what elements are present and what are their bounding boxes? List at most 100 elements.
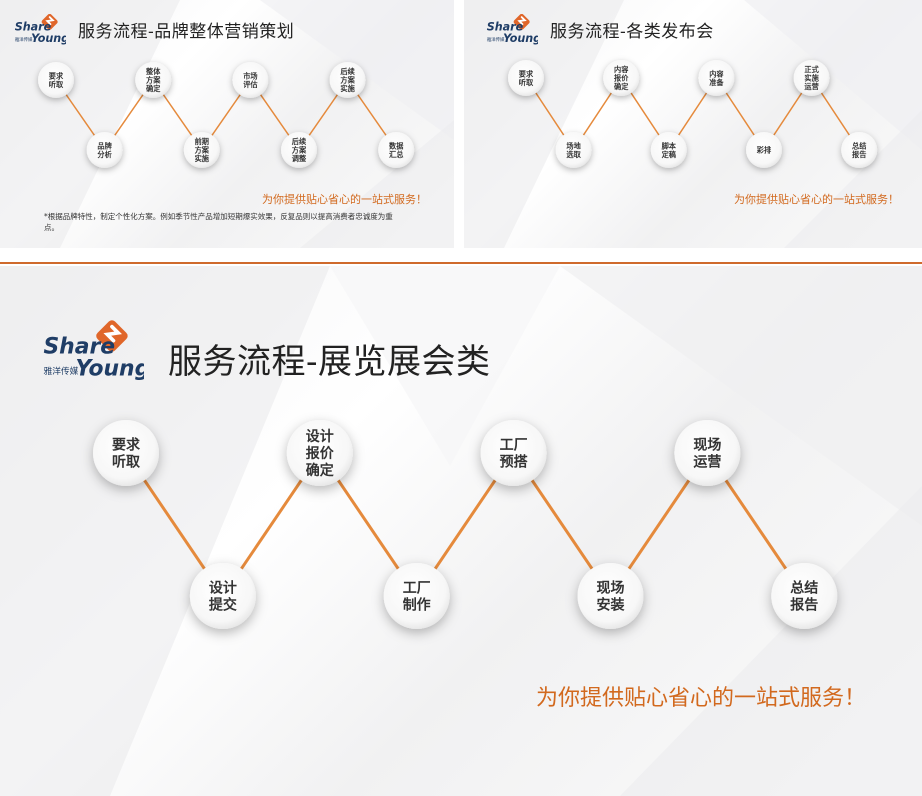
- step-label: 数据: [389, 141, 404, 150]
- slogan-text: 为你提供贴心省心的一站式服务！: [536, 686, 867, 711]
- slide-title: 服务流程-展览展会类: [168, 342, 491, 382]
- step-label: 报价: [614, 74, 629, 83]
- brand-tagline: 雅洋传媒: [15, 36, 33, 43]
- brand-logo: Share Young 雅洋传媒: [42, 320, 144, 384]
- background-facets: [464, 0, 922, 248]
- step-label: 现场: [597, 581, 625, 597]
- step-label: 听取: [49, 80, 64, 89]
- brand-name-share: Share: [487, 21, 524, 34]
- step-circle: [135, 62, 172, 98]
- step-circle: [577, 563, 644, 629]
- step-label: 制作: [403, 597, 431, 614]
- step-label: 后续: [292, 137, 307, 146]
- step-label: 提交: [209, 597, 237, 614]
- slide-brand-marketing: Share Young 雅洋传媒 服务流程-品牌整体营销策划 要求听取品牌分析整…: [0, 0, 454, 248]
- brand-name-young: Young: [31, 32, 66, 45]
- brand-name-young: Young: [76, 356, 144, 381]
- step-label: 汇总: [389, 150, 404, 159]
- step-circle: [329, 62, 366, 98]
- step-label: 现场: [693, 438, 721, 454]
- step-circle: [286, 420, 353, 486]
- background-facets: [0, 0, 454, 248]
- step-label: 分析: [97, 150, 112, 159]
- step-label: 调整: [292, 154, 307, 163]
- step-circle: [508, 60, 544, 96]
- step-label: 听取: [112, 454, 141, 471]
- step-circle: [86, 132, 123, 168]
- process-step-node: 彩排: [746, 132, 782, 168]
- step-label: 正式: [804, 65, 819, 74]
- brand-logo: Share Young 雅洋传媒: [486, 14, 538, 46]
- brand-name-share: Share: [43, 334, 115, 359]
- step-label: 内容: [614, 65, 629, 74]
- step-label: 报告: [790, 597, 818, 614]
- step-circle: [771, 563, 838, 629]
- step-label: 市场: [243, 71, 257, 80]
- step-label: 设计: [209, 580, 237, 597]
- step-circle: [93, 420, 159, 486]
- step-label: 方案: [195, 146, 210, 155]
- step-circle: [698, 60, 735, 96]
- step-label: 评估: [243, 80, 258, 89]
- step-label: 要求: [519, 69, 534, 78]
- step-label: 方案: [292, 146, 307, 155]
- step-circle: [746, 132, 782, 168]
- step-circle: [189, 563, 256, 629]
- brand-tagline: 雅洋传媒: [487, 36, 505, 43]
- step-label: 设计: [306, 428, 334, 445]
- step-label: 确定: [306, 462, 334, 479]
- background-facets: [0, 266, 922, 796]
- step-circle: [841, 132, 878, 168]
- step-circle: [650, 132, 687, 168]
- step-label: 运营: [804, 82, 818, 91]
- slogan-text: 为你提供贴心省心的一站式服务！: [734, 193, 899, 206]
- step-label: 总结: [852, 141, 866, 150]
- step-label: 报价: [306, 446, 335, 462]
- brand-tagline: 雅洋传媒: [43, 365, 78, 377]
- step-label: 听取: [519, 78, 534, 87]
- slogan-text: 为你提供贴心省心的一站式服务！: [262, 193, 427, 206]
- step-label: 确定: [614, 82, 629, 91]
- step-label: 脚本: [661, 141, 677, 150]
- brand-logo: Share Young 雅洋传媒: [14, 14, 66, 46]
- step-label: 工厂: [500, 438, 528, 454]
- step-label: 运营: [693, 454, 721, 471]
- step-label: 内容: [709, 69, 724, 78]
- step-label: 前期: [195, 137, 209, 146]
- step-circle: [378, 132, 415, 168]
- brand-name-share: Share: [15, 21, 52, 34]
- step-label: 实施: [804, 74, 819, 83]
- slide-launch-events: Share Young 雅洋传媒 服务流程-各类发布会 要求听取场地选取内容报价…: [464, 0, 922, 248]
- step-label: 工厂: [403, 581, 431, 597]
- step-circle: [383, 563, 450, 629]
- footnote-text: *根据品牌特性，制定个性化方案。例如季节性产品增加短期爆实效果，反复品则以提高消…: [44, 212, 393, 232]
- step-label: 总结: [790, 580, 818, 597]
- brand-name-young: Young: [503, 32, 538, 45]
- step-label: 彩排: [756, 146, 772, 155]
- step-label: 安装: [597, 597, 626, 614]
- step-label: 确定: [146, 84, 161, 93]
- step-circle: [281, 132, 317, 168]
- step-label: 整体: [145, 67, 161, 76]
- step-label: 品牌: [97, 141, 112, 150]
- slide-exhibitions: Share Young 雅洋传媒 服务流程-展览展会类 要求听取设计提交设计报价…: [0, 266, 922, 796]
